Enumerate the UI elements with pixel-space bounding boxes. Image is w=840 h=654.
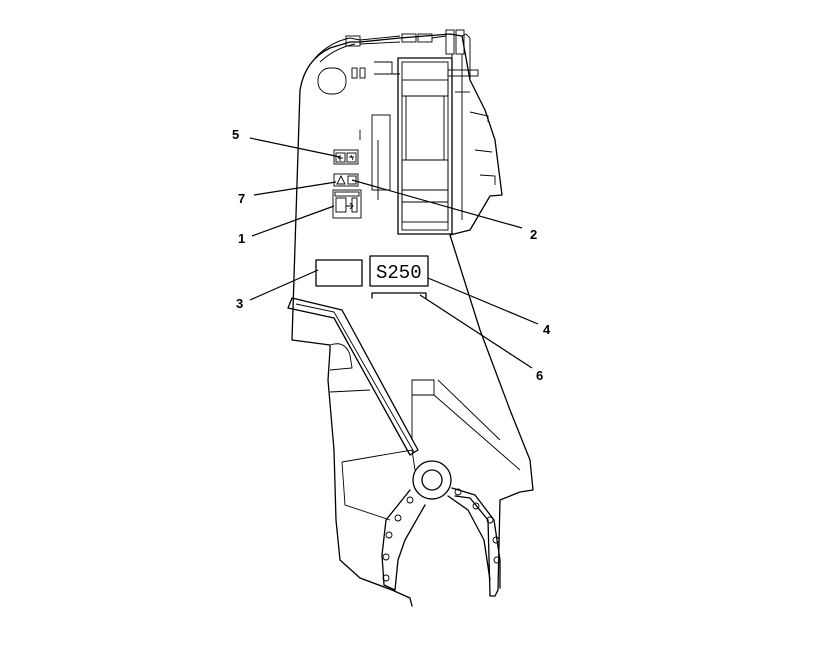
decal-6-strip xyxy=(371,292,427,299)
leader-7 xyxy=(253,181,337,196)
decal-3-plate xyxy=(315,259,363,287)
pivot xyxy=(412,460,452,500)
lower-jaw-left xyxy=(381,489,426,591)
lever-arm xyxy=(287,297,419,456)
leader-2 xyxy=(351,179,523,229)
callout-2: 2 xyxy=(530,227,537,242)
callout-1: 1 xyxy=(238,231,245,246)
shear-body xyxy=(291,33,534,607)
decal-1 xyxy=(332,189,362,219)
callout-6: 6 xyxy=(536,368,543,383)
leader-1 xyxy=(251,205,335,237)
cylinder-block xyxy=(397,57,453,235)
leader-5 xyxy=(249,137,341,158)
top-hoses xyxy=(314,29,479,220)
model-label: S250 xyxy=(376,262,422,284)
decal-5 xyxy=(333,149,359,165)
leader-3 xyxy=(249,269,319,301)
lower-jaw-right xyxy=(447,487,501,589)
lower-body xyxy=(329,343,521,521)
decal-7 xyxy=(333,173,359,187)
callout-5: 5 xyxy=(232,127,239,142)
decal-4-plate xyxy=(369,255,429,287)
top-details xyxy=(317,61,400,200)
callout-4: 4 xyxy=(543,322,551,337)
leader-6 xyxy=(419,294,533,369)
leader-4 xyxy=(427,277,539,325)
callout-7: 7 xyxy=(238,191,245,206)
callout-3: 3 xyxy=(236,296,243,311)
leader-lines xyxy=(249,137,539,369)
